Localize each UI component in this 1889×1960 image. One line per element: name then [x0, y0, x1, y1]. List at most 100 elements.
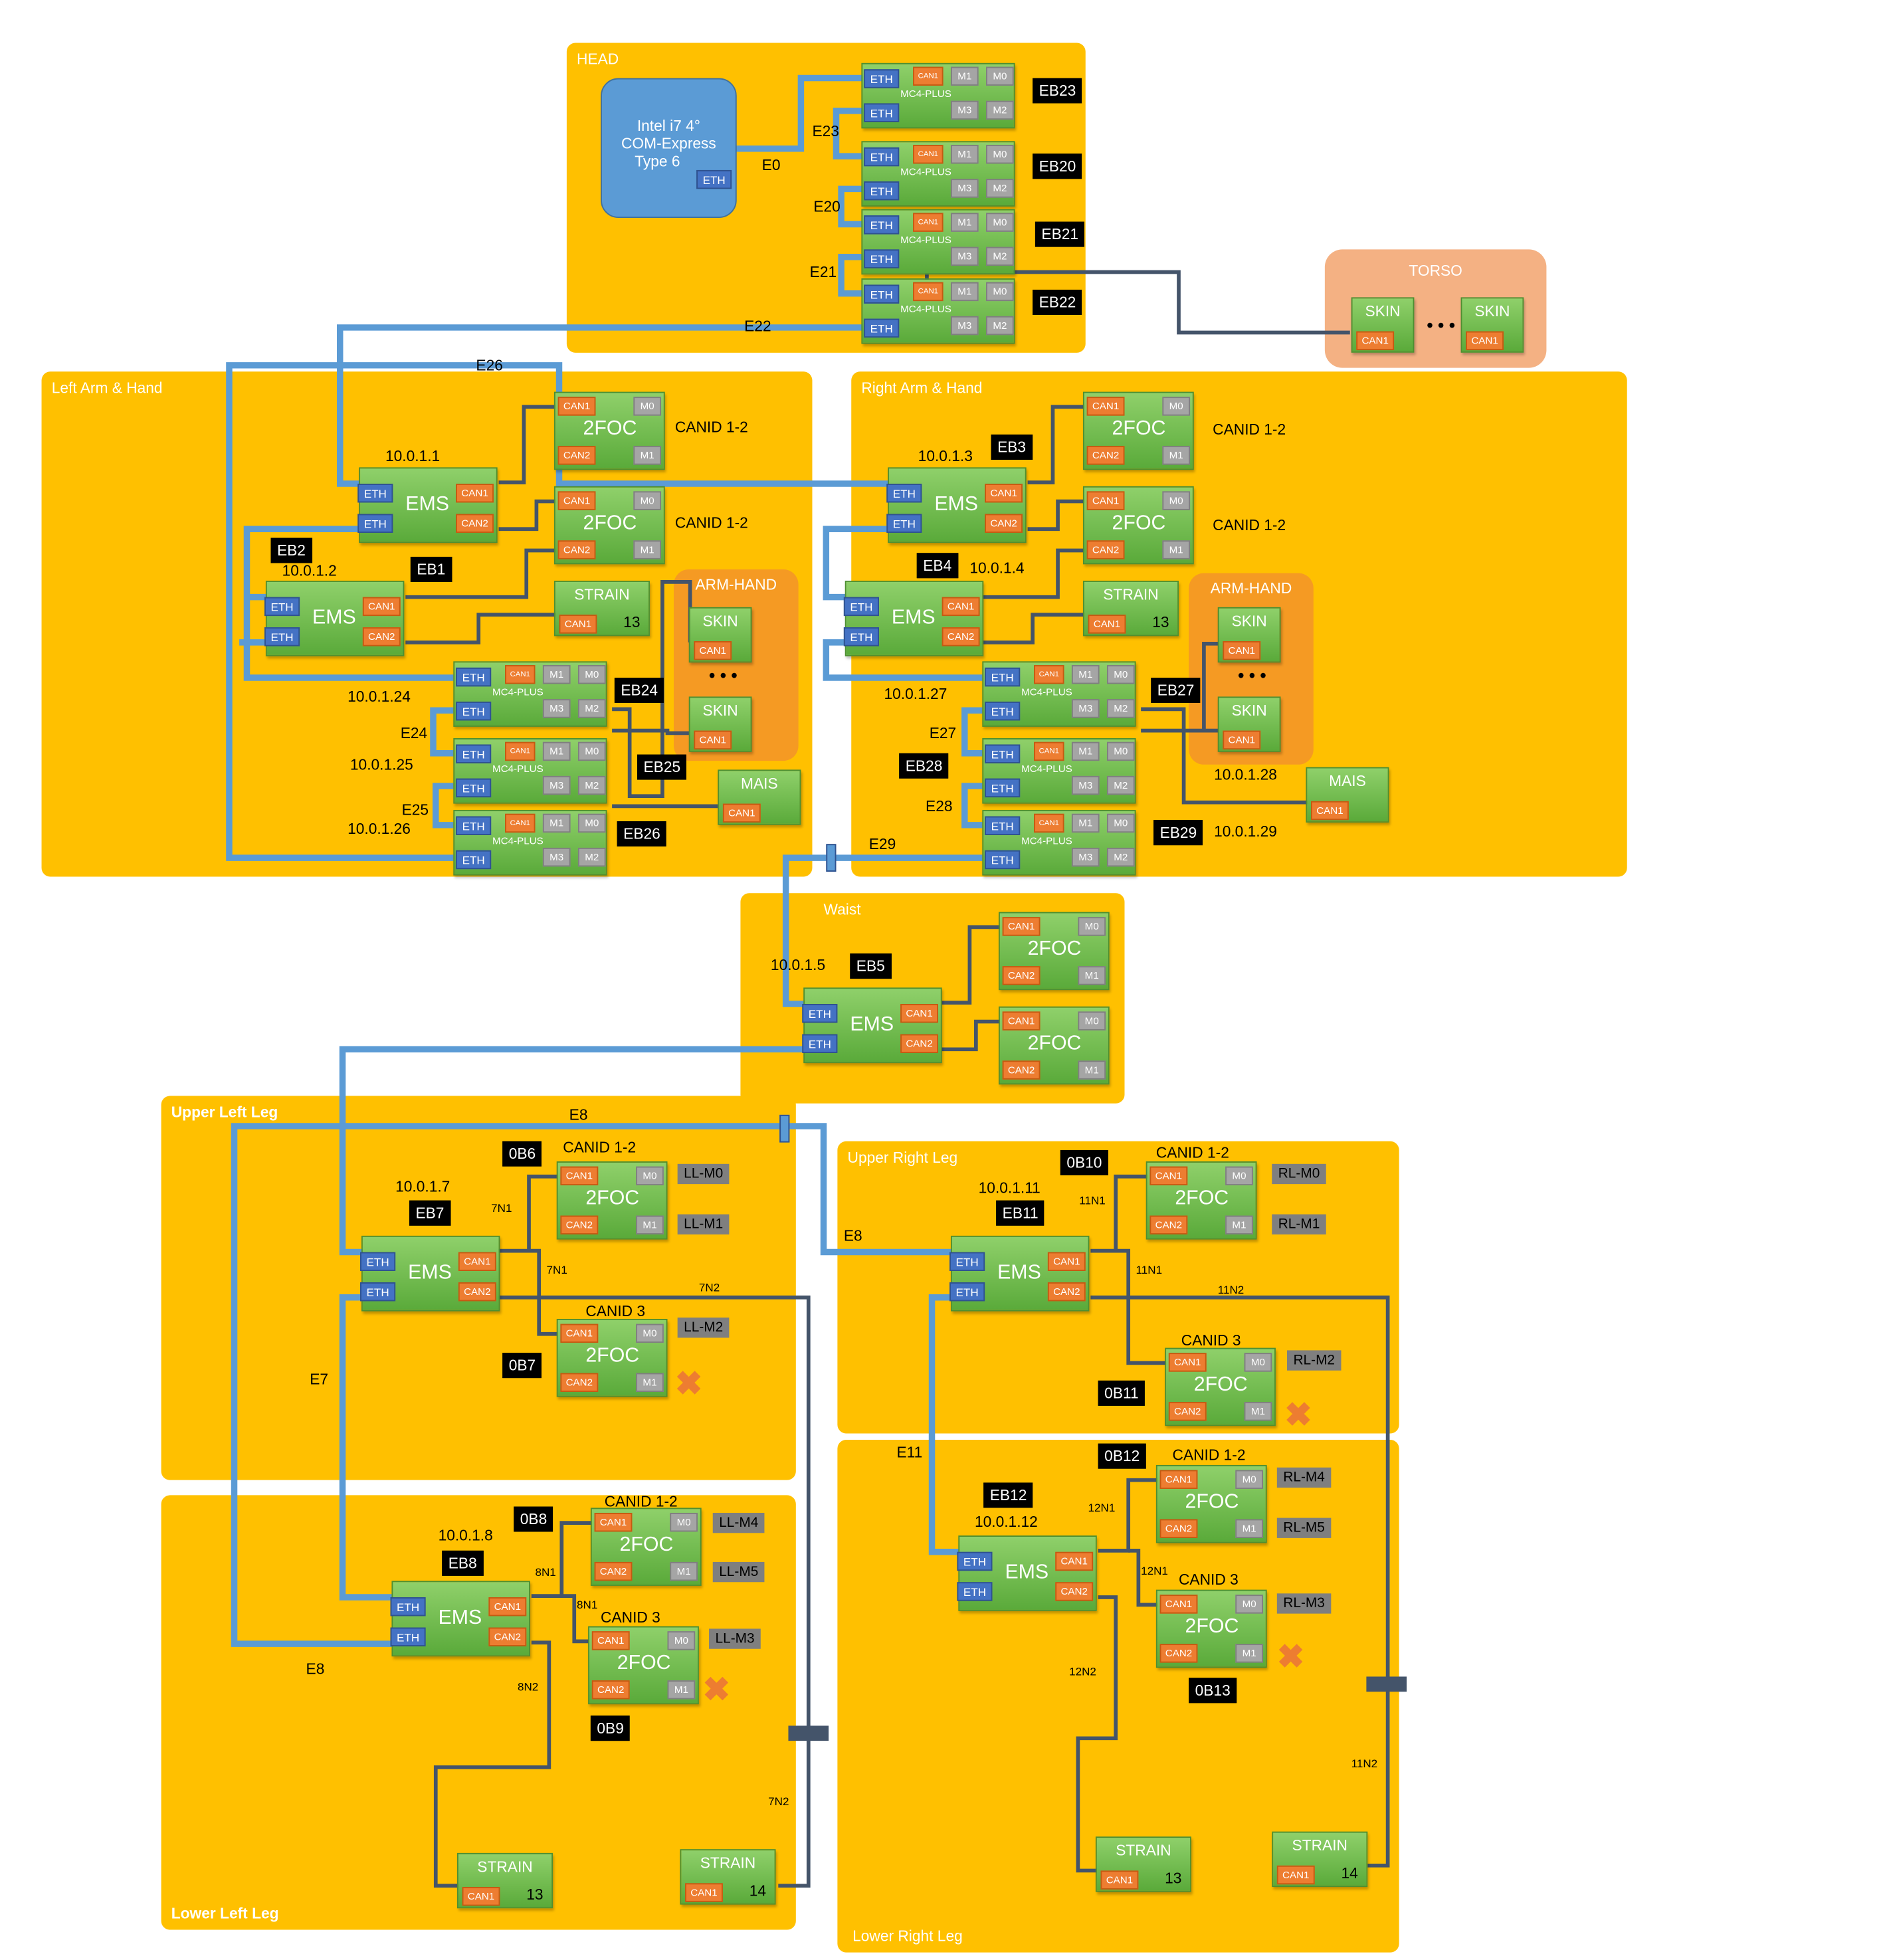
m0-port[interactable]: M0	[636, 1323, 664, 1343]
can1-port[interactable]: CAN1	[456, 484, 494, 503]
m1-port[interactable]: M1	[542, 741, 571, 761]
eth-port[interactable]: ETH	[864, 181, 900, 201]
m3-port[interactable]: M3	[542, 847, 571, 867]
can1-port[interactable]: CAN1	[1311, 801, 1349, 821]
eth-port[interactable]: ETH	[886, 514, 922, 533]
can1-port[interactable]: CAN1	[900, 1004, 938, 1023]
can1-port[interactable]: CAN1	[458, 1252, 496, 1271]
m1-port[interactable]: M1	[1235, 1644, 1263, 1663]
can1-port[interactable]: CAN1	[694, 730, 732, 750]
can2-port[interactable]: CAN2	[557, 540, 596, 559]
eth-port[interactable]: ETH	[390, 1597, 426, 1617]
eth-port[interactable]: ETH	[985, 744, 1021, 763]
m1-port[interactable]: M1	[950, 213, 979, 232]
can1-port[interactable]: CAN1	[1034, 813, 1064, 833]
eth-port[interactable]: ETH	[456, 744, 492, 763]
eth-port[interactable]: ETH	[949, 1252, 985, 1271]
m0-port[interactable]: M0	[986, 282, 1014, 302]
can2-port[interactable]: CAN2	[560, 1373, 599, 1392]
can1-port[interactable]: CAN1	[560, 1166, 599, 1186]
m0-port[interactable]: M0	[986, 213, 1014, 232]
can1-port[interactable]: CAN1	[1100, 1870, 1139, 1890]
can2-port[interactable]: CAN2	[458, 1282, 496, 1302]
m1-port[interactable]: M1	[1235, 1519, 1263, 1538]
eth-port[interactable]: ETH	[843, 597, 879, 617]
can1-port[interactable]: CAN1	[505, 665, 536, 684]
can1-port[interactable]: CAN1	[1002, 1011, 1041, 1030]
eth-port[interactable]: ETH	[357, 514, 393, 533]
can1-port[interactable]: CAN1	[913, 66, 944, 86]
can1-port[interactable]: CAN1	[942, 597, 980, 617]
can2-port[interactable]: CAN2	[488, 1627, 527, 1646]
m1-port[interactable]: M1	[636, 1373, 664, 1392]
m1-port[interactable]: M1	[542, 665, 571, 684]
m0-port[interactable]: M0	[577, 741, 606, 761]
can1-port[interactable]: CAN1	[1168, 1353, 1207, 1372]
m1-port[interactable]: M1	[1225, 1215, 1253, 1234]
m0-port[interactable]: M0	[1162, 491, 1191, 510]
can2-port[interactable]: CAN2	[1086, 446, 1125, 465]
can2-port[interactable]: CAN2	[594, 1561, 633, 1581]
m0-port[interactable]: M0	[670, 1512, 698, 1532]
m1-port[interactable]: M1	[1244, 1402, 1272, 1421]
m1-port[interactable]: M1	[633, 540, 662, 559]
m1-port[interactable]: M1	[636, 1215, 664, 1234]
can2-port[interactable]: CAN2	[985, 514, 1023, 533]
can1-port[interactable]: CAN1	[685, 1883, 723, 1902]
can2-port[interactable]: CAN2	[900, 1034, 938, 1053]
can1-port[interactable]: CAN1	[462, 1887, 500, 1906]
eth-port[interactable]: ETH	[264, 597, 300, 617]
m0-port[interactable]: M0	[986, 145, 1014, 164]
m3-port[interactable]: M3	[950, 246, 979, 266]
m1-port[interactable]: M1	[1071, 741, 1100, 761]
m3-port[interactable]: M3	[950, 100, 979, 120]
eth-port[interactable]: ETH	[390, 1627, 426, 1646]
m0-port[interactable]: M0	[1078, 917, 1106, 936]
can1-port[interactable]: CAN1	[559, 615, 597, 634]
eth-port[interactable]: ETH	[357, 484, 393, 503]
can2-port[interactable]: CAN2	[1159, 1519, 1198, 1538]
can1-port[interactable]: CAN1	[1034, 741, 1064, 761]
can1-port[interactable]: CAN1	[913, 213, 944, 232]
m1-port[interactable]: M1	[633, 446, 662, 465]
can1-port[interactable]: CAN1	[1276, 1865, 1315, 1885]
eth-port[interactable]: ETH	[949, 1282, 985, 1302]
eth-port[interactable]: ETH	[360, 1252, 396, 1271]
can1-port[interactable]: CAN1	[1159, 1470, 1198, 1489]
can2-port[interactable]: CAN2	[557, 446, 596, 465]
can2-port[interactable]: CAN2	[1055, 1582, 1094, 1601]
can1-port[interactable]: CAN1	[694, 641, 732, 660]
m3-port[interactable]: M3	[1071, 699, 1100, 718]
can1-port[interactable]: CAN1	[722, 803, 761, 823]
m1-port[interactable]: M1	[1162, 446, 1191, 465]
can1-port[interactable]: CAN1	[1223, 641, 1261, 660]
m2-port[interactable]: M2	[577, 847, 606, 867]
eth-port[interactable]: ETH	[843, 627, 879, 646]
eth-port[interactable]: ETH	[864, 284, 900, 304]
m1-port[interactable]: M1	[950, 145, 979, 164]
eth-port[interactable]: ETH	[957, 1582, 993, 1601]
can1-port[interactable]: CAN1	[1034, 665, 1064, 684]
eth-port[interactable]: ETH	[360, 1282, 396, 1302]
eth-port[interactable]: ETH	[456, 850, 492, 870]
m2-port[interactable]: M2	[986, 316, 1014, 336]
m0-port[interactable]: M0	[577, 813, 606, 833]
can2-port[interactable]: CAN2	[1002, 1060, 1041, 1080]
can1-port[interactable]: CAN1	[591, 1631, 630, 1650]
m3-port[interactable]: M3	[950, 179, 979, 198]
eth-port[interactable]: ETH	[957, 1551, 993, 1571]
m1-port[interactable]: M1	[1071, 813, 1100, 833]
m1-port[interactable]: M1	[667, 1680, 696, 1700]
m1-port[interactable]: M1	[1078, 1060, 1106, 1080]
m1-port[interactable]: M1	[670, 1561, 698, 1581]
can1-port[interactable]: CAN1	[557, 491, 596, 510]
eth-port[interactable]: ETH	[456, 702, 492, 721]
eth-port[interactable]: ETH	[864, 103, 900, 122]
m1-port[interactable]: M1	[950, 282, 979, 302]
m2-port[interactable]: M2	[986, 100, 1014, 120]
can2-port[interactable]: CAN2	[1159, 1644, 1198, 1663]
eth-port[interactable]: ETH	[985, 850, 1021, 870]
m0-port[interactable]: M0	[667, 1631, 696, 1650]
m0-port[interactable]: M0	[1244, 1353, 1272, 1372]
can1-port[interactable]: CAN1	[557, 397, 596, 416]
